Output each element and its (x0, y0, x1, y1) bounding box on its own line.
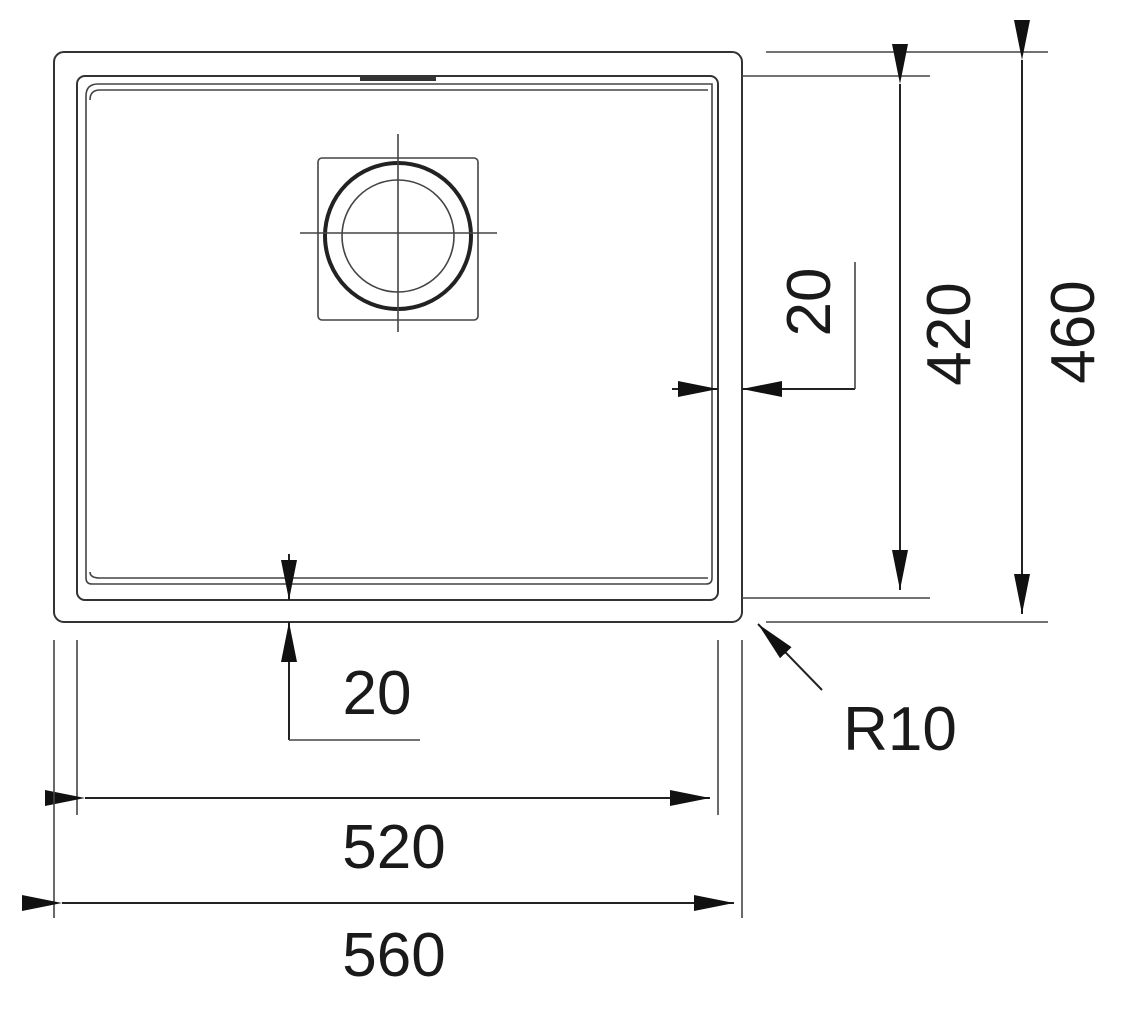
dimension-corner-radius: R10 (757, 623, 957, 764)
label-side-20: 20 (775, 268, 844, 337)
label-560: 560 (342, 921, 445, 990)
sink-outline (53, 51, 743, 623)
label-420: 420 (915, 282, 984, 385)
dimension-outer-width: 560 (22, 640, 743, 990)
label-r10: R10 (843, 695, 957, 764)
dimension-bottom-rim: 20 (281, 554, 420, 741)
dimension-side-rim: 20 (672, 262, 856, 397)
dimension-inner-depth: 420 (742, 44, 984, 599)
dimension-inner-width: 520 (45, 640, 719, 882)
drain (300, 134, 497, 332)
label-460: 460 (1039, 280, 1108, 383)
label-bottom-20: 20 (343, 659, 412, 728)
label-520: 520 (342, 813, 445, 882)
overflow-slot (360, 76, 436, 81)
